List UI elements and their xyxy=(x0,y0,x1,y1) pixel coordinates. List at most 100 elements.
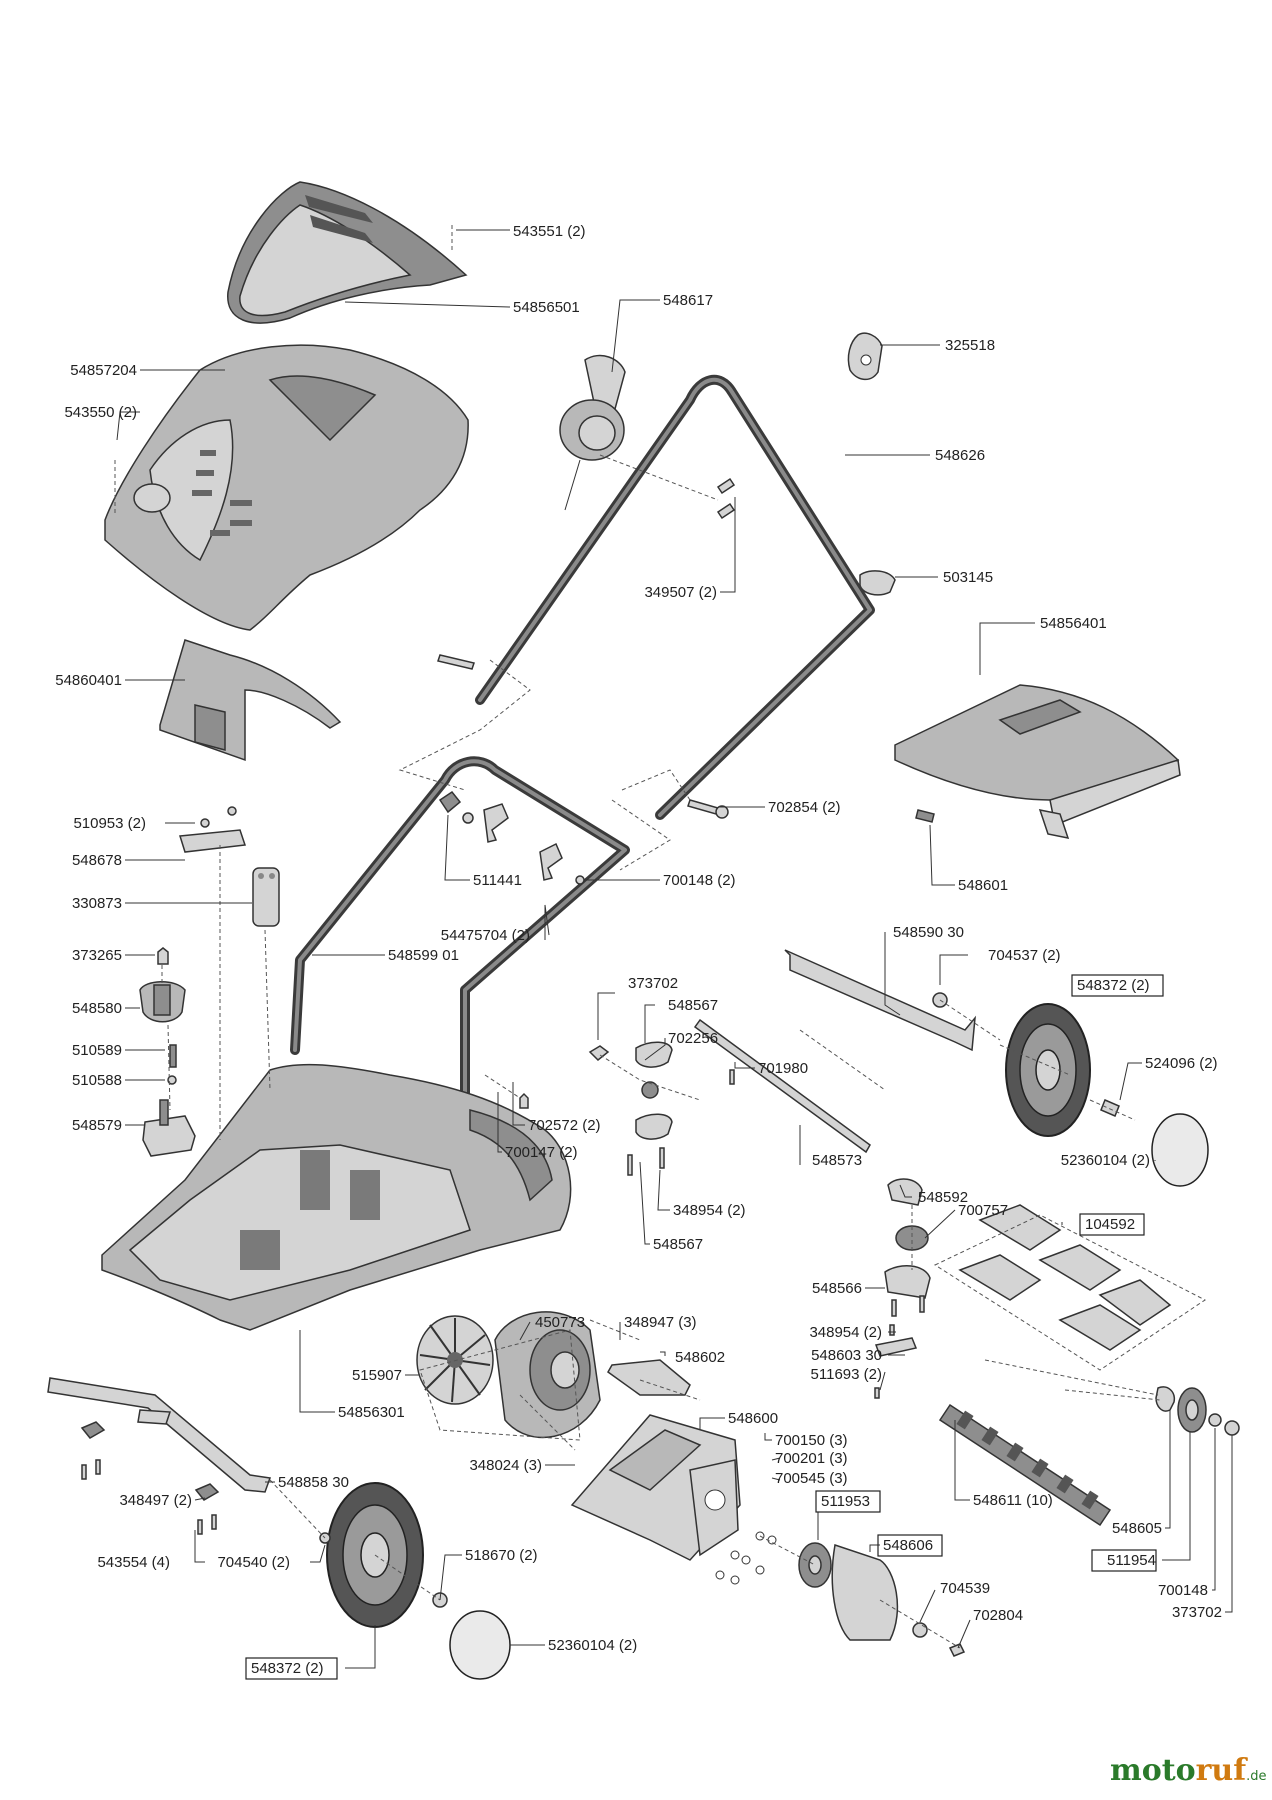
part-label: 510953 (2) xyxy=(73,815,146,832)
part-label: 700545 (3) xyxy=(775,1470,848,1487)
part-label: 373702 xyxy=(628,975,678,992)
handle-clamps-drawing xyxy=(438,790,585,885)
switch-box-drawing xyxy=(559,354,626,511)
part-label: 548605 xyxy=(1112,1520,1162,1537)
part-label: 524096 (2) xyxy=(1145,1055,1218,1072)
right-wheel-drawing xyxy=(1005,1003,1209,1187)
part-label: 548603 30 xyxy=(811,1347,882,1364)
part-label: 373265 xyxy=(72,947,122,964)
part-label-box xyxy=(877,1534,943,1557)
grass-catcher-drawing xyxy=(894,684,1181,839)
part-label: 511954 xyxy=(1107,1552,1156,1569)
height-adjust-drawing xyxy=(139,947,196,1157)
svg-text:motoruf.de: motoruf.de xyxy=(1110,1753,1267,1788)
part-label: 348954 (2) xyxy=(673,1202,746,1219)
part-label: 548592 xyxy=(918,1189,968,1206)
part-label: 548579 xyxy=(72,1117,122,1134)
rear-axle-drawing xyxy=(47,1377,272,1535)
part-label: 548372 (2) xyxy=(1077,977,1150,994)
mower-deck-drawing xyxy=(101,1063,572,1331)
leader-lines xyxy=(116,229,1233,1669)
part-label-box xyxy=(1079,1213,1145,1236)
part-label: 548858 30 xyxy=(278,1474,349,1491)
part-label: 548599 01 xyxy=(388,947,459,964)
part-label: 348497 (2) xyxy=(119,1492,192,1509)
cable-tie-drawing xyxy=(859,570,896,596)
handle-bolts-drawing xyxy=(437,477,736,819)
drive-axle-drawing xyxy=(519,1018,871,1176)
mounting-plate-drawing xyxy=(607,1359,691,1396)
motor-hood-drawing xyxy=(104,344,469,631)
part-label: 548590 30 xyxy=(893,924,964,941)
part-label: 548573 xyxy=(812,1152,862,1169)
grass-catcher-lid-drawing xyxy=(227,181,468,324)
roller-end-drawing xyxy=(874,1324,1240,1436)
part-label: 548566 xyxy=(812,1280,862,1297)
part-label: 510588 xyxy=(72,1072,122,1089)
part-label: 515907 xyxy=(352,1367,402,1384)
baffle-drawing xyxy=(159,639,342,762)
small-parts-left-drawing xyxy=(179,806,280,927)
part-label: 511953 xyxy=(821,1493,870,1510)
part-label: 52360104 (2) xyxy=(548,1637,637,1654)
gear-drive-drawing xyxy=(715,1531,966,1657)
part-label: 704540 (2) xyxy=(217,1554,290,1571)
part-label: 348947 (3) xyxy=(624,1314,697,1331)
part-label-box xyxy=(815,1490,881,1513)
part-label-box xyxy=(1091,1549,1157,1572)
motor-bracket-drawing xyxy=(570,1414,741,1561)
part-label-box xyxy=(245,1657,338,1680)
watermark-logo: motoruf.de xyxy=(1110,1753,1267,1788)
part-label: 543550 (2) xyxy=(64,404,137,421)
part-label: 348954 (2) xyxy=(809,1324,882,1341)
part-label: 349507 (2) xyxy=(644,584,717,601)
part-label: 704539 xyxy=(940,1580,990,1597)
part-label-box xyxy=(1071,974,1164,997)
cable-clip-drawing xyxy=(847,332,883,381)
part-label: 548567 xyxy=(653,1236,703,1253)
lower-handle-drawing xyxy=(290,756,630,1153)
part-label: 700150 (3) xyxy=(775,1432,848,1449)
part-label: 54856501 xyxy=(513,299,580,316)
motor-fan-drawing xyxy=(416,1311,601,1439)
part-label: 548626 xyxy=(935,447,985,464)
part-label: 373702 xyxy=(1172,1604,1222,1621)
part-label: 700201 (3) xyxy=(775,1450,848,1467)
part-label: 511693 (2) xyxy=(811,1366,882,1383)
part-labels: 543551 (2) 54856501 548617 325518 548572… xyxy=(55,223,1222,1680)
part-label: 325518 xyxy=(945,337,995,354)
part-label: 548606 xyxy=(883,1537,933,1554)
part-label: 511441 xyxy=(473,872,522,889)
part-label: 548602 xyxy=(675,1349,725,1366)
part-label: 700147 (2) xyxy=(505,1144,578,1161)
part-label: 104592 xyxy=(1085,1216,1135,1233)
part-label: 548678 xyxy=(72,852,122,869)
bearing-housing-drawing xyxy=(884,1178,931,1317)
part-label: 52360104 (2) xyxy=(1061,1152,1150,1169)
part-label: 518670 (2) xyxy=(465,1547,538,1564)
part-label: 548617 xyxy=(663,292,713,309)
part-label: 348024 (3) xyxy=(469,1457,542,1474)
rear-bar-drawing xyxy=(784,949,976,1052)
part-label: 548567 xyxy=(668,997,718,1014)
part-label: 54856301 xyxy=(338,1404,405,1421)
part-label: 54475704 (2) xyxy=(441,927,530,944)
part-label: 543551 (2) xyxy=(513,223,586,240)
part-label: 548372 (2) xyxy=(251,1660,324,1677)
part-label: 701980 xyxy=(758,1060,808,1077)
part-label: 450773 xyxy=(535,1314,585,1331)
part-label: 543554 (4) xyxy=(97,1554,170,1571)
part-label: 548611 (10) xyxy=(973,1492,1053,1509)
part-label: 548601 xyxy=(958,877,1008,894)
part-label: 704537 (2) xyxy=(988,947,1061,964)
upper-handle-drawing xyxy=(475,374,875,820)
assembly-lines xyxy=(114,225,1161,1649)
part-label: 700148 xyxy=(1158,1582,1208,1599)
spring-drawing xyxy=(915,809,935,823)
part-label: 702256 xyxy=(668,1030,718,1047)
part-label: 54857204 xyxy=(70,362,137,379)
part-label: 503145 xyxy=(943,569,993,586)
part-label: 548580 xyxy=(72,1000,122,1017)
part-label: 54856401 xyxy=(1040,615,1107,632)
